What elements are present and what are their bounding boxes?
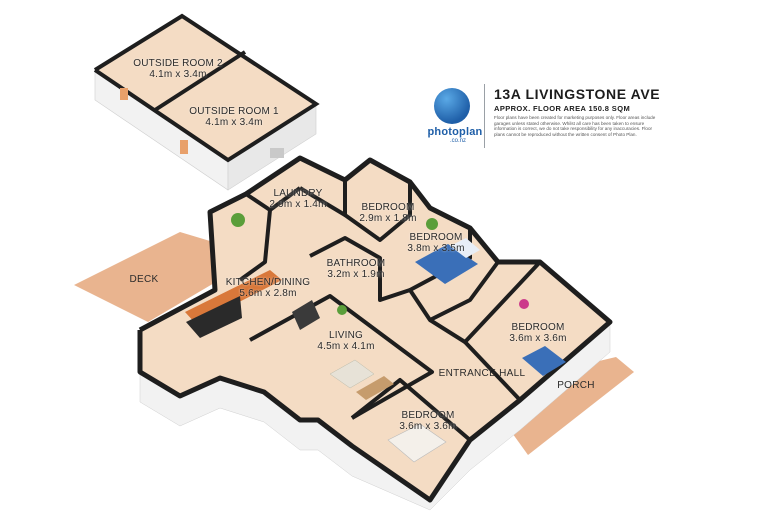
property-address: 13A LIVINGSTONE AVE [494, 86, 661, 102]
room-size: 3.6m x 3.6m [399, 421, 457, 432]
deck-label: DECK [129, 274, 159, 285]
room-name: LIVING [328, 330, 363, 341]
room-label-bedroom-east: BEDROOM 3.6m x 3.6m [509, 322, 566, 344]
room-size: 4.1m x 3.4m [149, 69, 207, 80]
room-name: LAUNDRY [273, 188, 323, 199]
room-label-bedroom-south: BEDROOM 3.6m x 3.6m [399, 410, 456, 432]
header-divider [484, 84, 485, 148]
room-name: BATHROOM [326, 258, 386, 269]
room-label-laundry: LAUNDRY 2.9m x 1.4m [269, 188, 326, 210]
room-name: OUTSIDE ROOM 2 [133, 58, 223, 69]
room-size: 2.9m x 1.8m [359, 213, 417, 224]
room-label-outside-room-1: OUTSIDE ROOM 1 4.1m x 3.4m [189, 106, 278, 128]
room-size: 3.6m x 3.6m [509, 333, 567, 344]
room-label-outside-room-2: OUTSIDE ROOM 2 4.1m x 3.4m [133, 58, 222, 80]
room-name: BEDROOM [409, 232, 463, 243]
brand-domain: .co.nz [450, 138, 467, 144]
interior-walls [238, 180, 542, 442]
house-outer-wall [137, 155, 613, 503]
room-size: 4.5m x 4.1m [317, 341, 375, 352]
room-size: 3.2m x 1.9m [327, 269, 385, 280]
brand-name: photoplan [427, 126, 483, 138]
porch-label: PORCH [557, 380, 595, 391]
room-size: 3.8m x 3.5m [407, 243, 465, 254]
disclaimer-text: Floor plans have been created for market… [494, 115, 656, 138]
outbuilding [93, 13, 320, 191]
room-name: BEDROOM [401, 410, 455, 421]
entrance-hall-label: ENTRANCE HALL [438, 368, 526, 379]
furniture [185, 213, 566, 463]
floor-area: APPROX. FLOOR AREA 150.8 SQM [494, 104, 631, 113]
room-label-living: LIVING 4.5m x 4.1m [317, 330, 374, 352]
room-label-kitchen-dining: KITCHEN/DINING 5.6m x 2.8m [226, 277, 310, 299]
room-name: BEDROOM [511, 322, 565, 333]
house-icon [434, 88, 470, 124]
photoplan-logo: photoplan .co.nz [420, 88, 490, 150]
room-label-bedroom-queen: BEDROOM 3.8m x 3.5m [407, 232, 464, 254]
room-label-bathroom: BATHROOM 3.2m x 1.9m [327, 258, 386, 280]
room-size: 5.6m x 2.8m [239, 288, 297, 299]
room-label-bedroom-small: BEDROOM 2.9m x 1.8m [359, 202, 416, 224]
room-name: KITCHEN/DINING [225, 277, 311, 288]
room-name: OUTSIDE ROOM 1 [189, 106, 279, 117]
room-size: 4.1m x 3.4m [205, 117, 263, 128]
room-name: BEDROOM [361, 202, 415, 213]
room-size: 2.9m x 1.4m [269, 199, 327, 210]
